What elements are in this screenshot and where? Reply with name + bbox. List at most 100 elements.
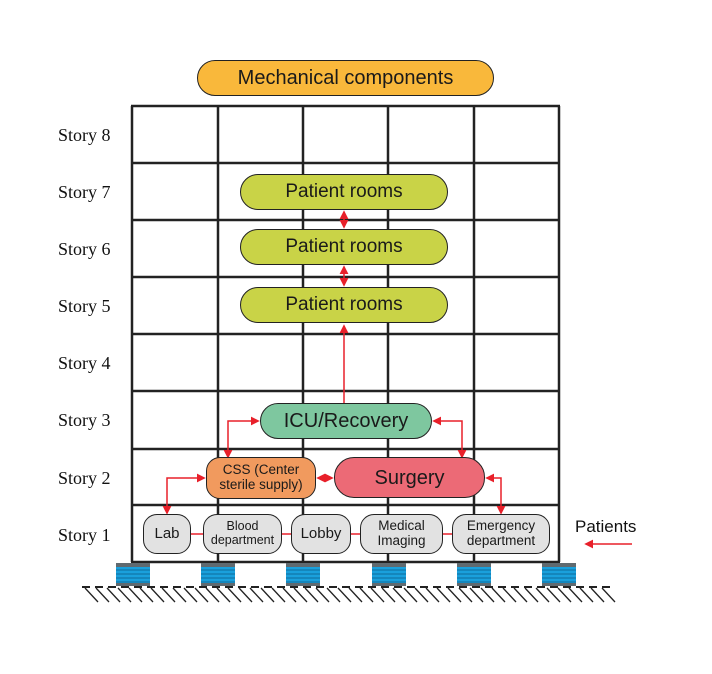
- ground-hatch: [546, 587, 561, 603]
- ground-hatch: [491, 587, 506, 603]
- lobby-box: Lobby: [291, 514, 351, 554]
- link-icu-surgery: [432, 416, 467, 459]
- css-line-1: CSS (Center: [222, 462, 300, 478]
- ground-hatch: [502, 587, 517, 603]
- isolator-bottom-plate: [201, 583, 235, 586]
- css-line-2: sterile supply): [219, 477, 303, 492]
- ground-hatch: [260, 587, 275, 603]
- isolator-bottom-plate: [286, 583, 320, 586]
- ground-hatch: [315, 587, 330, 603]
- imaging-line-1: Medical: [378, 518, 425, 534]
- blood-department-box: Blood department: [203, 514, 282, 554]
- ground-hatch: [348, 587, 363, 603]
- connectors: [162, 210, 632, 549]
- css-center-sterile-supply-box: CSS (Center sterile supply): [206, 457, 316, 499]
- ground-hatch: [326, 587, 341, 603]
- isolator-top-plate: [542, 563, 576, 567]
- isolator-body: [286, 567, 320, 583]
- link-surgery-emergency: [485, 473, 506, 515]
- isolator-body: [201, 567, 235, 583]
- ground-hatch: [458, 587, 473, 603]
- story-label-8: Story 8: [58, 125, 111, 145]
- ground-hatch: [216, 587, 231, 603]
- ground-hatch: [370, 587, 385, 603]
- ground-hatch: [139, 587, 154, 603]
- ground-hatch: [447, 587, 462, 603]
- story-label-7: Story 7: [58, 182, 111, 202]
- ground-hatch: [568, 587, 583, 603]
- ground-hatch: [271, 587, 286, 603]
- isolator-body: [116, 567, 150, 583]
- ground-hatch: [205, 587, 220, 603]
- isolator-top-plate: [372, 563, 406, 567]
- ground-hatch: [117, 587, 132, 603]
- base-isolation: [82, 563, 616, 603]
- blood-line-1: Blood: [226, 519, 259, 534]
- isolator: [201, 563, 235, 586]
- story-label-5: Story 5: [58, 296, 111, 316]
- ground-hatch: [392, 587, 407, 603]
- ground-hatch: [381, 587, 396, 603]
- isolator: [286, 563, 320, 586]
- patient-rooms-story-5: Patient rooms: [240, 287, 448, 323]
- ground-hatch: [172, 587, 187, 603]
- patient-rooms-story-7: Patient rooms: [240, 174, 448, 210]
- ground-hatch: [238, 587, 253, 603]
- isolator-top-plate: [457, 563, 491, 567]
- ground-hatch: [535, 587, 550, 603]
- surgery-box: Surgery: [334, 457, 485, 498]
- link-css-lab: [162, 473, 206, 515]
- link-icu-css: [223, 416, 260, 459]
- ground-hatch: [601, 587, 616, 603]
- ground-hatch: [194, 587, 209, 603]
- ground-hatch: [557, 587, 572, 603]
- ground-hatch: [304, 587, 319, 603]
- ground-hatch: [337, 587, 352, 603]
- ground-hatch: [480, 587, 495, 603]
- story-label-2: Story 2: [58, 468, 111, 488]
- ground-hatch: [359, 587, 374, 603]
- isolator-body: [542, 567, 576, 583]
- ground-hatch: [590, 587, 605, 603]
- icu-recovery-box: ICU/Recovery: [260, 403, 432, 439]
- isolator: [457, 563, 491, 586]
- ground-hatch: [249, 587, 264, 603]
- ground-hatch: [161, 587, 176, 603]
- medical-imaging-box: Medical Imaging: [360, 514, 443, 554]
- story-label-6: Story 6: [58, 239, 111, 259]
- isolator-body: [372, 567, 406, 583]
- lab-box: Lab: [143, 514, 191, 554]
- isolator-bottom-plate: [116, 583, 150, 586]
- isolator: [542, 563, 576, 586]
- story-label-1: Story 1: [58, 525, 111, 545]
- ground-hatch: [183, 587, 198, 603]
- isolator-bottom-plate: [457, 583, 491, 586]
- isolator: [372, 563, 406, 586]
- isolator-top-plate: [286, 563, 320, 567]
- isolator-bottom-plate: [372, 583, 406, 586]
- isolator: [116, 563, 150, 586]
- patients-label: Patients: [575, 517, 637, 536]
- ground-hatch: [513, 587, 528, 603]
- emergency-department-box: Emergency department: [452, 514, 550, 554]
- ground-hatch: [150, 587, 165, 603]
- patient-rooms-story-6: Patient rooms: [240, 229, 448, 265]
- blood-line-2: department: [210, 533, 275, 547]
- ground-hatch: [524, 587, 539, 603]
- story-label-3: Story 3: [58, 410, 111, 430]
- ground-hatch: [227, 587, 242, 603]
- ground-hatch: [95, 587, 110, 603]
- story-label-4: Story 4: [58, 353, 111, 373]
- ground-hatch: [425, 587, 440, 603]
- ground-hatch: [403, 587, 418, 603]
- ground-hatch: [128, 587, 143, 603]
- isolator-body: [457, 567, 491, 583]
- isolator-bottom-plate: [542, 583, 576, 586]
- ground-hatch: [282, 587, 297, 603]
- ground-hatch: [579, 587, 594, 603]
- emergency-line-2: department: [466, 533, 536, 548]
- ground-hatch: [469, 587, 484, 603]
- ground-hatch: [106, 587, 121, 603]
